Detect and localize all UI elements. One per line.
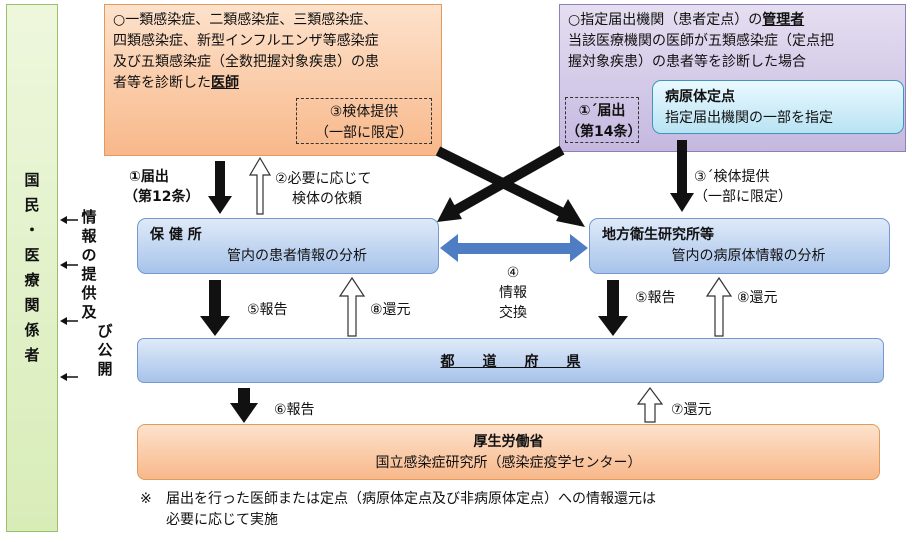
disclosure-text-col1: 情 報 の 提 供 及	[80, 208, 98, 322]
footnote-line2: 必要に応じて実施	[166, 512, 278, 528]
health-center-text: 管内の患者情報の分析	[227, 248, 367, 264]
return8-left-up-arrow	[338, 276, 366, 337]
disclosure-char: 開	[97, 360, 113, 378]
disclosure-char: 情	[81, 208, 97, 226]
report5-right-down-arrow	[598, 280, 628, 336]
doctor-box-line: 及び五類感染症（全数把握対象疾患）の患	[113, 54, 379, 70]
exchange-label-line2: 情報	[499, 285, 527, 301]
left-bar-char: 民	[24, 196, 40, 214]
disclosure-char: 提	[81, 265, 97, 283]
designated-box-line: 当該医療機関の医師が五類感染症（定点把	[568, 33, 834, 49]
exchange-label-line1: ④	[506, 265, 520, 281]
disclosure-char: 供	[81, 284, 97, 302]
left-bar-char: 係	[24, 321, 40, 339]
prefecture-box: 都 道 府 県	[137, 338, 884, 383]
specimen-box: ③検体提供 （一部に限定）	[296, 98, 432, 144]
institute-text: 管内の病原体情報の分析	[671, 248, 826, 264]
disclosure-arrow	[60, 373, 78, 381]
ministry-text: 国立感染症研究所（感染症疫学センター）	[375, 455, 642, 471]
specimen2-label-line2: （一部に限定）	[694, 189, 792, 205]
specimen2-down-arrow	[670, 140, 694, 212]
footnote-line1: 届出を行った医師または定点（病原体定点及び非病原体定点）への情報還元は	[166, 491, 656, 507]
notify14-line: ①´届出	[578, 103, 626, 119]
return7-up-arrow	[636, 387, 664, 423]
report6-down-arrow	[230, 388, 258, 423]
ministry-title: 厚生労働省	[473, 434, 544, 450]
report5-right-label: ⑤報告	[635, 290, 676, 306]
manager-emphasis: 管理者	[762, 12, 805, 28]
designated-box-line: ○指定届出機関（患者定点）の管理者	[568, 10, 897, 31]
designated-box-line-prefix: ○指定届出機関（患者定点）の	[568, 12, 763, 28]
notify12-label-line1: ①届出	[129, 169, 169, 185]
pathogen-sentinel-text: 指定届出機関の一部を指定	[665, 110, 833, 126]
prefecture-title: 都 道 府 県	[440, 354, 581, 370]
left-bar-char: 医	[24, 246, 40, 264]
specimen2-label-line1: ③´検体提供	[694, 169, 770, 185]
institute-title: 地方衛生研究所等	[602, 227, 714, 243]
return8-right-up-arrow	[705, 276, 733, 337]
report5-left-down-arrow	[200, 280, 230, 336]
exchange-label-line3: 交換	[499, 305, 527, 321]
request-label-line2: 検体の依頼	[292, 191, 362, 207]
doctor-box-line-prefix: 者等を診断した	[113, 75, 211, 91]
left-bar-char: 国	[24, 171, 40, 189]
pathogen-sentinel-box: 病原体定点 指定届出機関の一部を指定	[652, 80, 904, 134]
ministry-box: 厚生労働省 国立感染症研究所（感染症疫学センター）	[137, 424, 880, 480]
footnote-mark: ※	[140, 491, 152, 507]
designated-box-line: 握対象疾患）の患者等を診断した場合	[568, 54, 806, 70]
disclosure-char: の	[81, 246, 97, 264]
cross-arrow-to-health-center	[437, 145, 565, 222]
return8-left-label: ⑧還元	[370, 302, 411, 318]
left-bar-char: ・	[24, 221, 40, 239]
notify12-label-line2: （第12条）	[124, 189, 200, 205]
health-center-box: 保 健 所 管内の患者情報の分析	[137, 218, 439, 274]
public-health-institute-box: 地方衛生研究所等 管内の病原体情報の分析	[589, 218, 890, 274]
disclosure-text-col2: び 公 開	[96, 322, 114, 379]
disclosure-char: 報	[81, 227, 97, 245]
request-label-line1: ②必要に応じて	[275, 171, 372, 187]
notify14-line: （第14条）	[566, 124, 642, 140]
doctor-box-line: 者等を診断した医師	[113, 73, 433, 94]
doctor-emphasis: 医師	[211, 75, 239, 91]
disclosure-arrow	[60, 317, 78, 325]
doctor-box: ○一類感染症、二類感染症、三類感染症、 四類感染症、新型インフルエンザ等感染症 …	[104, 4, 442, 156]
specimen-box-line: （一部に限定）	[315, 125, 413, 141]
disclosure-arrow	[60, 261, 78, 269]
return8-right-label: ⑧還元	[737, 290, 778, 306]
left-bar-char: 療	[24, 271, 40, 289]
request-up-arrow	[248, 156, 272, 215]
exchange-double-arrow	[440, 234, 588, 262]
doctor-box-line: 四類感染症、新型インフルエンザ等感染症	[113, 33, 379, 49]
health-center-title: 保 健 所	[150, 227, 202, 243]
doctor-box-line: ○一類感染症、二類感染症、三類感染症、	[113, 12, 378, 28]
left-bar-char: 関	[24, 296, 40, 314]
specimen-box-line: ③検体提供	[329, 104, 399, 120]
report6-label: ⑥報告	[274, 402, 315, 418]
disclosure-arrow	[60, 216, 78, 224]
disclosure-char: 公	[97, 341, 113, 359]
disclosure-char: 及	[81, 303, 97, 321]
report5-left-label: ⑤報告	[247, 302, 288, 318]
notify14-box: ①´届出 （第14条）	[565, 97, 642, 143]
return7-label: ⑦還元	[671, 402, 712, 418]
left-bar-char: 者	[24, 346, 40, 364]
disclosure-char: び	[97, 322, 113, 340]
pathogen-sentinel-title: 病原体定点	[665, 89, 735, 105]
citizens-medical-bar: 国 民 ・ 医 療 関 係 者	[6, 4, 58, 532]
notify12-down-arrow	[208, 161, 232, 214]
